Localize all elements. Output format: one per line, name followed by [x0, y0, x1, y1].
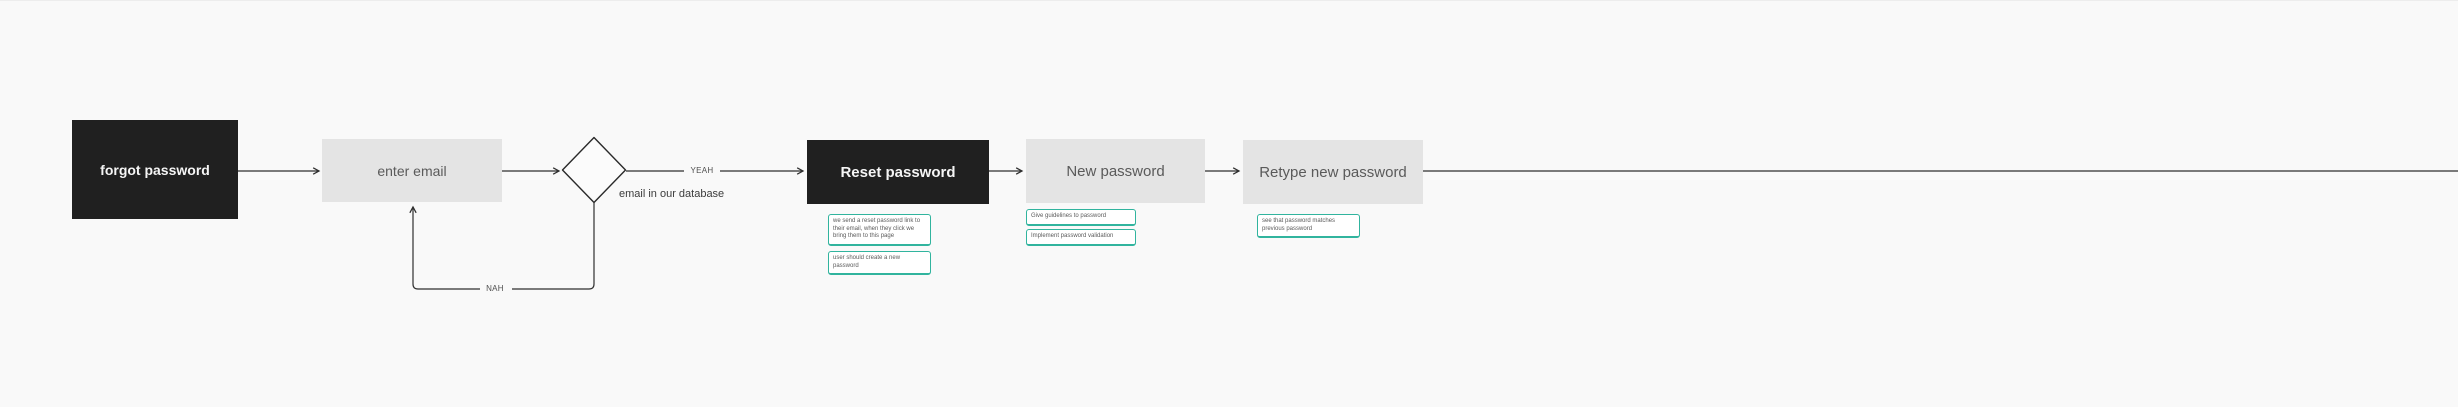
note-password-match-check[interactable]: see that password matches previous passw… [1257, 214, 1360, 238]
edge-nah-segment-left[interactable] [409, 205, 480, 290]
node-retype-new-password[interactable]: Retype new password [1243, 140, 1423, 204]
node-new-password[interactable]: New password [1026, 139, 1205, 203]
decision-label-email-in-database: email in our database [619, 188, 725, 200]
node-reset-password[interactable]: Reset password [807, 140, 989, 204]
note-reset-password-link[interactable]: we send a reset password link to their e… [828, 214, 931, 246]
note-password-guidelines[interactable]: Give guidelines to password [1026, 209, 1136, 226]
node-forgot-password[interactable]: forgot password [72, 120, 238, 219]
note-user-creates-new-password[interactable]: user should create a new password [828, 251, 931, 275]
note-password-validation[interactable]: Implement password validation [1026, 229, 1136, 246]
decision-diamond-email-in-database[interactable] [561, 136, 627, 204]
node-enter-email[interactable]: enter email [322, 139, 502, 202]
edge-label-yeah: YEAH [690, 166, 714, 175]
edge-label-nah: NAH [486, 284, 504, 293]
edge-nah-segment-right[interactable] [512, 203, 595, 290]
